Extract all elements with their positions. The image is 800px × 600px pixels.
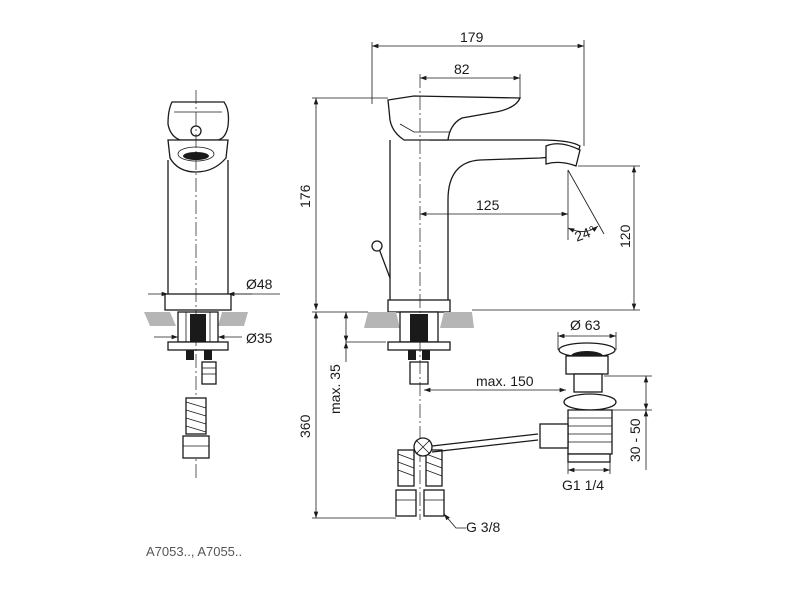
side-view [364,74,581,520]
dim-waste-diameter: Ø 63 [570,317,601,333]
dim-hose-thread: G 3/8 [466,519,500,535]
dim-pullrod-reach: max. 150 [476,373,534,389]
dim-spout-height: 120 [617,224,633,248]
side-pull-rod [377,245,391,279]
dim-reach: 125 [476,197,500,213]
front-view: Ø48 Ø35 [144,90,280,480]
side-countertop [364,312,474,328]
dim-max-deck: max. 35 [327,364,343,414]
dim-hose-length: 360 [297,414,313,438]
dim-body-diameter: Ø48 [246,276,273,292]
side-lever [387,95,521,141]
side-body [389,139,581,310]
dim-lever-offset: 82 [454,61,470,77]
dim-height: 176 [297,184,313,208]
front-countertop [144,312,248,326]
front-base [164,293,232,311]
dimension-lines: 179 82 125 24° 176 120 max. 35 360 [297,29,652,535]
dim-waste-thread: G1 1/4 [562,477,604,493]
model-caption: A7053.., A7055.. [146,544,242,559]
front-body [167,160,229,298]
waste-fitting [539,342,617,463]
dim-overall-width: 179 [460,29,484,45]
dim-shank-diameter: Ø35 [246,330,273,346]
side-spout-tip [545,143,581,167]
dim-waste-adjust: 30 - 50 [627,418,643,462]
dim-spout-angle: 24° [572,222,597,244]
